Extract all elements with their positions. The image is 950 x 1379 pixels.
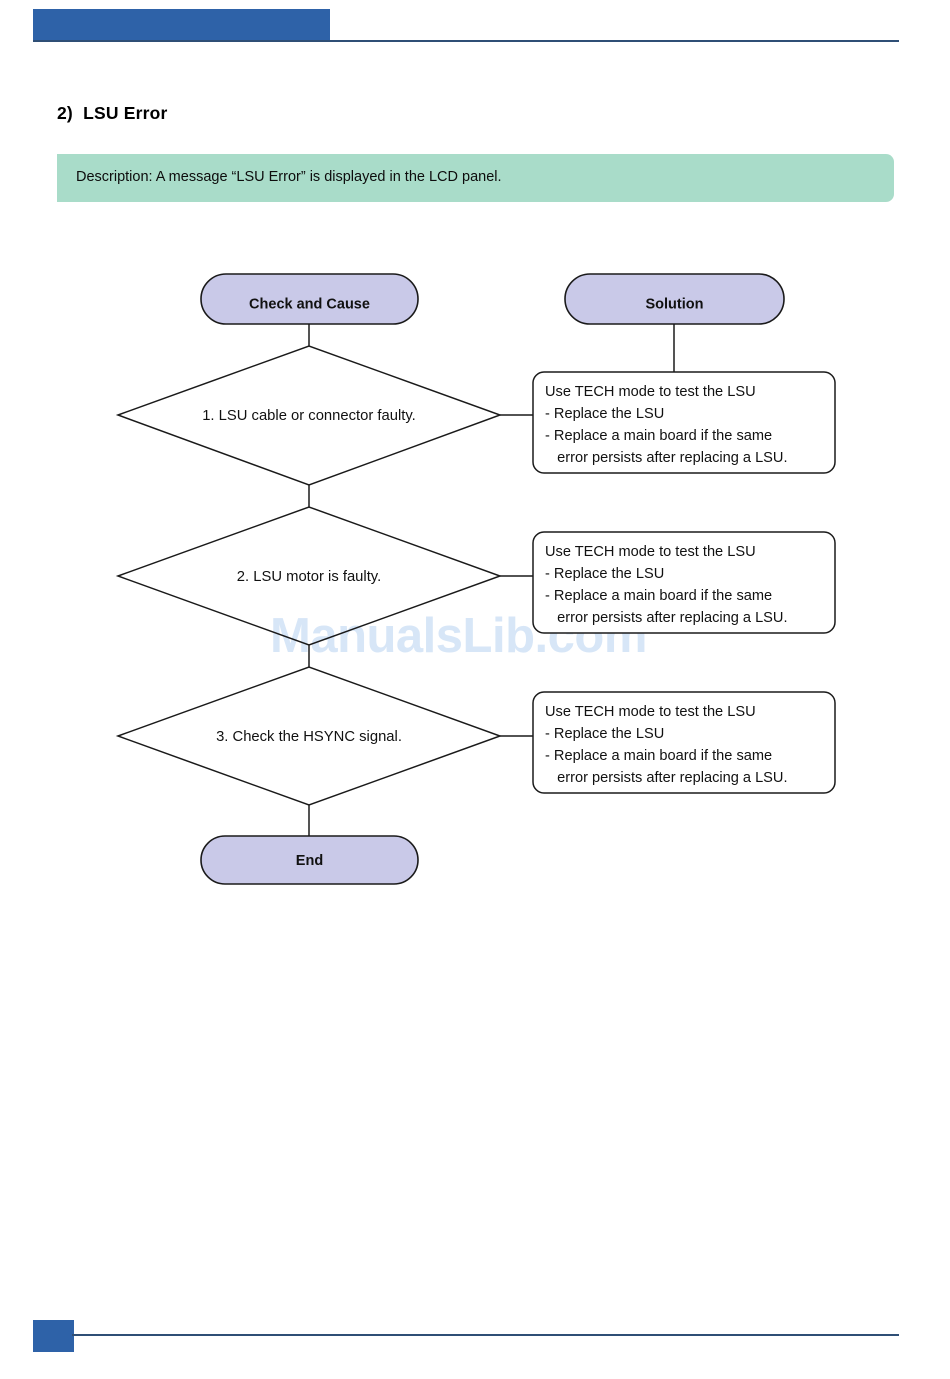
step-3-condition-label: 3. Check the HSYNC signal.	[216, 729, 402, 745]
node-step-2-condition[interactable]: 2. LSU motor is faulty.	[115, 506, 503, 646]
description-banner: Description: A message “LSU Error” is di…	[57, 154, 894, 202]
node-solution[interactable]: Solution	[564, 273, 785, 325]
node-step-1-solution[interactable]: Use TECH mode to test the LSU - Replace …	[532, 371, 836, 474]
step-2-diamond	[115, 506, 503, 646]
page-title: 2) LSU Error	[57, 103, 168, 123]
footer-rule	[72, 1334, 899, 1336]
node-end[interactable]: End	[200, 835, 419, 885]
check-and-cause-shape	[200, 273, 419, 325]
step-3-solution-line-1: Use TECH mode to test the LSU	[545, 704, 756, 720]
step-3-diamond	[115, 666, 503, 806]
header-rule	[33, 40, 899, 42]
step-1-solution-box	[532, 371, 836, 474]
step-1-diamond	[115, 345, 503, 486]
step-3-solution-line-2: - Replace the LSU	[545, 726, 664, 742]
node-step-2-solution[interactable]: Use TECH mode to test the LSU - Replace …	[532, 531, 836, 634]
solution-shape	[564, 273, 785, 325]
step-2-solution-line-4: error persists after replacing a LSU.	[545, 610, 788, 626]
flow-connectors	[308, 324, 675, 836]
node-step-3-condition[interactable]: 3. Check the HSYNC signal.	[115, 666, 503, 806]
step-1-solution-line-3: - Replace a main board if the same	[545, 428, 772, 444]
step-1-solution-line-2: - Replace the LSU	[545, 406, 664, 422]
step-2-solution-box	[532, 531, 836, 634]
step-1-solution-line-4: error persists after replacing a LSU.	[545, 450, 788, 466]
step-2-condition-label: 2. LSU motor is faulty.	[237, 569, 381, 585]
solution-label: Solution	[646, 296, 704, 312]
description-text: Description: A message “LSU Error” is di…	[76, 169, 502, 185]
step-3-solution-line-3: - Replace a main board if the same	[545, 748, 772, 764]
step-3-solution-box	[532, 691, 836, 794]
step-2-solution-line-1: Use TECH mode to test the LSU	[545, 544, 756, 560]
header-accent-block	[33, 9, 330, 41]
footer-accent-block	[33, 1320, 74, 1352]
step-2-solution-line-2: - Replace the LSU	[545, 566, 664, 582]
step-1-solution-line-1: Use TECH mode to test the LSU	[545, 384, 756, 400]
step-1-condition-label: 1. LSU cable or connector faulty.	[202, 408, 416, 424]
end-shape	[200, 835, 419, 885]
step-2-solution-line-3: - Replace a main board if the same	[545, 588, 772, 604]
check-and-cause-label: Check and Cause	[249, 296, 370, 312]
step-3-solution-line-4: error persists after replacing a LSU.	[545, 770, 788, 786]
node-step-3-solution[interactable]: Use TECH mode to test the LSU - Replace …	[532, 691, 836, 794]
node-check-and-cause[interactable]: Check and Cause	[200, 273, 419, 325]
end-label: End	[296, 853, 323, 869]
node-step-1-condition[interactable]: 1. LSU cable or connector faulty.	[115, 345, 503, 486]
